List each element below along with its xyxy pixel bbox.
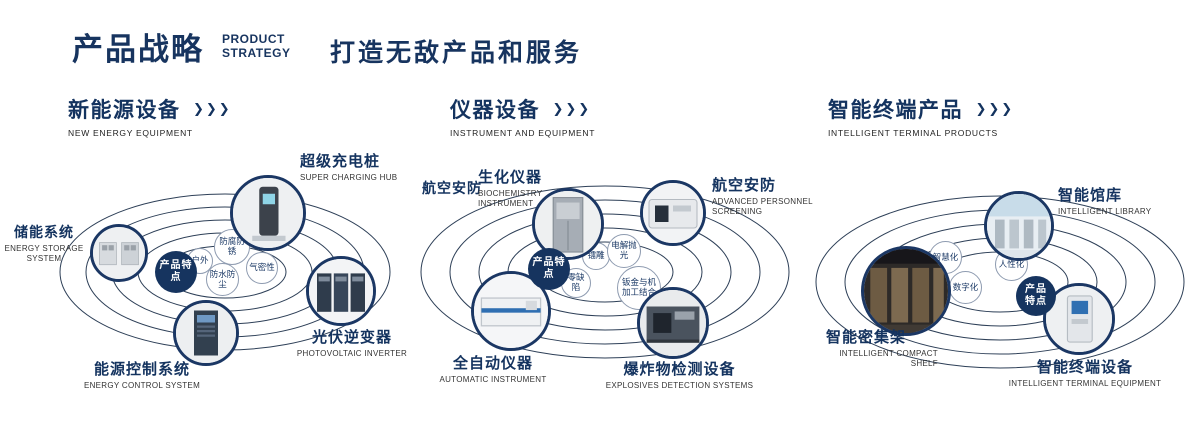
label-cn: 生化仪器 (478, 169, 543, 186)
intelligent-library-image (984, 191, 1054, 261)
automatic-instrument-label: 全自动仪器 AUTOMATIC INSTRUMENT (428, 352, 558, 385)
feature-bubble: 防腐防锈 (214, 229, 250, 265)
orbit-rings-instrument (420, 185, 790, 359)
pv-inverter-label: 光伏逆变器 PHOTOVOLTAIC INVERTER (288, 326, 416, 359)
label-en: ENERGY STORAGE SYSTEM (4, 244, 84, 264)
label-en: BIOCHEMISTRY INSTRUMENT (478, 189, 543, 209)
label-cn: 能源控制系统 (93, 361, 190, 378)
page-title: 产品战略 (72, 32, 204, 67)
triple-chevron-icon: ❯❯❯ (975, 101, 1015, 116)
label-cn: 全自动仪器 (452, 355, 533, 372)
label-en: AUTOMATIC INSTRUMENT (439, 375, 547, 384)
label-cn: 超级充电桩 (300, 153, 381, 170)
energy-control-label: 能源控制系统 ENERGY CONTROL SYSTEM (72, 358, 212, 391)
feature-bubble: 电解抛光 (607, 234, 641, 268)
label-cn: 智能密集架 (826, 329, 907, 346)
section-header-terminal: 智能终端产品 ❯❯❯ INTELLIGENT TERMINAL PRODUCTS (828, 94, 1014, 138)
feature-bubble: 数字化 (949, 271, 982, 304)
slogan: 打造无敌产品和服务 (330, 39, 583, 67)
intelligent-terminal-equipment-image (1043, 283, 1115, 355)
energy-storage-label: 储能系统 ENERGY STORAGE SYSTEM (0, 222, 88, 265)
super-charging-hub-image (230, 175, 306, 251)
section-title: 新能源设备 (68, 99, 181, 122)
section-header-instrument: 仪器设备 ❯❯❯ INSTRUMENT AND EQUIPMENT (450, 94, 595, 138)
page-title-en: PRODUCT STRATEGY (222, 32, 291, 61)
label-en: ADVANCED PERSONNEL SCREENING (712, 197, 813, 217)
triple-chevron-icon: ❯❯❯ (552, 101, 592, 116)
label-en: INTELLIGENT COMPACT SHELF (839, 349, 938, 369)
label-cn: 智能馆库 (1058, 187, 1123, 204)
section-header-new-energy: 新能源设备 ❯❯❯ NEW ENERGY EQUIPMENT (68, 94, 232, 138)
biochemistry-instrument-label: 生化仪器 BIOCHEMISTRY INSTRUMENT (478, 166, 586, 210)
personnel-screening-image (640, 180, 706, 246)
label-cn: 储能系统 (14, 224, 74, 240)
page-title-en-line2: STRATEGY (222, 45, 291, 60)
triple-chevron-icon: ❯❯❯ (192, 101, 232, 116)
label-en: INTELLIGENT LIBRARY (1058, 207, 1152, 216)
section-subtitle: NEW ENERGY EQUIPMENT (68, 128, 193, 138)
label-en: EXPLOSIVES DETECTION SYSTEMS (605, 381, 754, 390)
energy-control-image (173, 300, 239, 366)
intelligent-library-label: 智能馆库 INTELLIGENT LIBRARY (1058, 184, 1178, 217)
label-cn: 航空安防 (712, 177, 777, 194)
label-cn: 爆炸物检测设备 (623, 361, 736, 378)
product-features-badge: 产品特点 (1016, 276, 1056, 316)
label-en: SUPER CHARGING HUB (300, 173, 398, 182)
section-subtitle: INSTRUMENT AND EQUIPMENT (450, 128, 596, 138)
explosives-detection-image (637, 287, 709, 359)
intelligent-compact-shelf-label: 智能密集架 INTELLIGENT COMPACT SHELF (826, 326, 938, 370)
aviation-security-label: 航空安防 (422, 180, 482, 196)
label-en: ENERGY CONTROL SYSTEM (83, 381, 201, 390)
product-features-badge: 产品特点 (528, 248, 570, 290)
section-title: 仪器设备 (450, 99, 540, 122)
page-title-en-line1: PRODUCT (222, 32, 285, 46)
super-charging-hub-label: 超级充电桩 SUPER CHARGING HUB (300, 150, 420, 183)
label-en: PHOTOVOLTAIC INVERTER (296, 349, 408, 358)
explosives-detection-label: 爆炸物检测设备 EXPLOSIVES DETECTION SYSTEMS (592, 358, 767, 391)
section-subtitle: INTELLIGENT TERMINAL PRODUCTS (828, 128, 998, 138)
feature-bubble: 防水防尘 (206, 263, 239, 296)
energy-storage-image (90, 224, 148, 282)
section-title: 智能终端产品 (828, 99, 963, 122)
label-cn: 光伏逆变器 (311, 329, 392, 346)
product-features-badge: 产品特点 (155, 251, 197, 293)
feature-bubble: 气密性 (246, 252, 278, 284)
personnel-screening-label: 航空安防 ADVANCED PERSONNEL SCREENING (712, 174, 830, 218)
intelligent-terminal-equipment-label: 智能终端设备 INTELLIGENT TERMINAL EQUIPMENT (1005, 356, 1165, 389)
pv-inverter-image (306, 256, 376, 326)
label-en: INTELLIGENT TERMINAL EQUIPMENT (1008, 379, 1162, 388)
label-cn: 智能终端设备 (1036, 359, 1133, 376)
intelligent-compact-shelf-image (861, 246, 951, 336)
